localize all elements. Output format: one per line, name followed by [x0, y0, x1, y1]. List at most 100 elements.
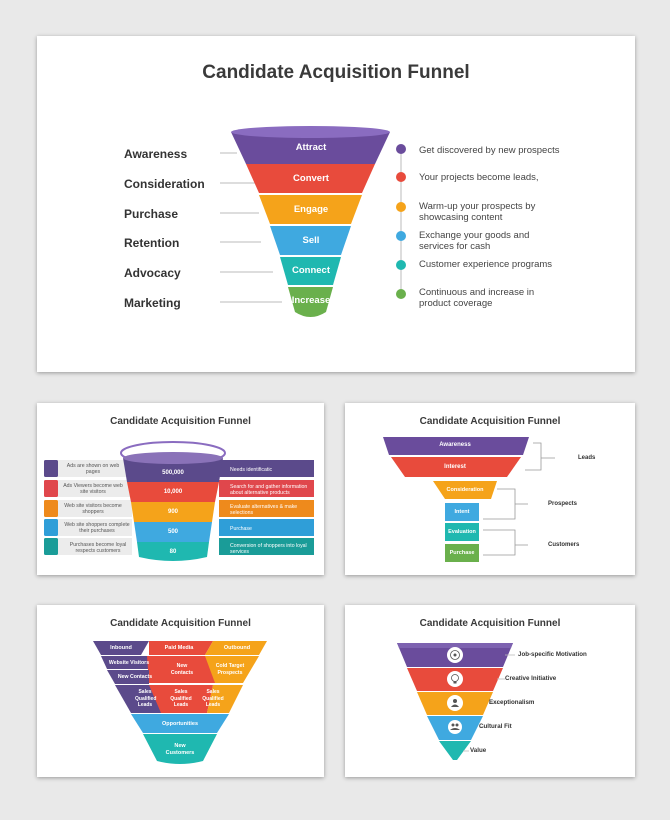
- icons-label-3: Exceptionalism: [489, 699, 535, 706]
- cup-left-text-5: Purchases become loyal respects customer…: [69, 542, 127, 554]
- cup-right-bar: [219, 480, 314, 497]
- group-label-prospects: Prospects: [548, 501, 578, 507]
- band-label-connect: Connect: [292, 265, 330, 276]
- stack-block-interest: [391, 457, 521, 477]
- grid-cell-paid-media: [149, 641, 213, 655]
- cup-slide-title: Candidate Acquisition Funnel: [110, 416, 251, 427]
- grid-funnel-graphic: [93, 641, 267, 764]
- cup-band-2: [127, 482, 219, 502]
- cup-left-box: [58, 519, 132, 536]
- stack-block-intent: [445, 503, 479, 521]
- cup-value-3: 900: [167, 509, 178, 515]
- stage-desc-2: Your projects become leads,: [419, 172, 539, 183]
- cup-right-bar: [219, 500, 314, 517]
- grid-cell-new-contacts: [107, 670, 149, 684]
- funnel-band-engage: [259, 195, 362, 224]
- stage-desc-3: Warm-up your prospects by showcasing con…: [419, 201, 536, 223]
- grid-label-new-contacts-red: New Contacts: [170, 663, 194, 676]
- grid-cell-opportunities: [131, 714, 229, 733]
- cup-right-text-3: Evaluate alternatives & make selections: [230, 504, 298, 516]
- grid-slide: Candidate Acquisition Funnel Inbound Pai…: [37, 605, 324, 777]
- timeline-dot: [396, 289, 406, 299]
- cup-band-1: [123, 458, 223, 482]
- grid-slide-title: Candidate Acquisition Funnel: [110, 618, 251, 629]
- stack-block-awareness: [383, 437, 529, 455]
- icons-band-5: [439, 741, 471, 760]
- cup-left-box: [58, 500, 132, 517]
- stage-desc-4: Exchange your goods and services for cas…: [419, 230, 530, 252]
- grid-label-opportunities: Opportunities: [161, 721, 199, 727]
- cup-value-5: 80: [169, 549, 177, 555]
- cup-right-bar: [219, 460, 314, 477]
- main-funnel-graphic: [220, 126, 406, 317]
- stage-label-awareness: Awareness: [124, 147, 188, 161]
- stack-block-consideration: [433, 481, 497, 499]
- cup-left-box: [58, 480, 132, 497]
- stack-slide-title: Candidate Acquisition Funnel: [419, 416, 561, 427]
- grid-cell-new-contacts-red: [147, 656, 217, 683]
- stage-desc-5: Customer experience programs: [419, 259, 553, 270]
- cup-band-4: [134, 522, 212, 542]
- icons-slide: Candidate Acquisition Funnel Job-specifi…: [345, 605, 635, 777]
- cup-left-text-2: Ads Viewers become web site visitors: [63, 483, 123, 495]
- cup-right-bar: [219, 538, 314, 555]
- grid-label-new-contacts: New Contacts: [117, 674, 153, 680]
- timeline-dot: [396, 260, 406, 270]
- main-slide-title: Candidate Acquisition Funnel: [202, 62, 470, 83]
- main-slide: Candidate Acquisition Funnel Awareness C…: [37, 36, 635, 372]
- grid-cell-website-visitors: [101, 656, 157, 669]
- cup-value-2: 10,000: [163, 489, 183, 495]
- cup-left-tab: [44, 538, 58, 555]
- grid-cell-sql-2: [149, 685, 213, 713]
- cup-left-text-1: Ads are shown on web pages: [66, 463, 120, 475]
- stack-label-intent: Intent: [454, 509, 470, 515]
- group-label-leads: Leads: [578, 455, 596, 461]
- bracket-customers: [483, 529, 528, 556]
- bracket-prospects: [483, 488, 528, 520]
- cup-band-5: [137, 542, 209, 561]
- grid-cell-new-customers: [143, 734, 217, 764]
- cup-right-text-5: Conversion of shoppers into loyal servic…: [230, 543, 307, 555]
- cup-left-tab: [44, 480, 58, 497]
- stack-label-purchase: Purchase: [449, 550, 475, 556]
- stage-label-advocacy: Advocacy: [124, 266, 181, 280]
- grid-cell-sql-1: [115, 685, 161, 713]
- stage-label-purchase: Purchase: [124, 207, 179, 221]
- funnel-rim: [231, 126, 390, 138]
- grid-cell-sql-3: [207, 685, 243, 713]
- grid-cell-inbound: [93, 641, 149, 655]
- grid-label-website-visitors: Website Visitors: [108, 660, 150, 666]
- bracket-leads: [525, 442, 555, 471]
- person-star-icon: [447, 695, 463, 711]
- icons-label-5: Value: [470, 747, 487, 754]
- cup-left-box: [58, 538, 132, 555]
- band-label-sell: Sell: [302, 235, 320, 246]
- cup-left-box: [58, 460, 132, 477]
- timeline-dot: [396, 172, 406, 182]
- grid-label-sql-1: Sales Qualified Leads: [135, 689, 157, 708]
- funnel-band-sell: [270, 226, 351, 255]
- stack-label-interest: Interest: [444, 464, 466, 470]
- stack-block-evaluation: [445, 523, 479, 541]
- cup-right-text-1: Needs identificatic: [230, 467, 273, 473]
- group-label-customers: Customers: [548, 542, 580, 548]
- stage-desc-1: Get discovered by new prospects: [419, 145, 560, 156]
- band-label-convert: Convert: [293, 173, 329, 184]
- funnel-band-convert: [246, 164, 375, 193]
- grid-label-outbound: Outbound: [223, 645, 251, 651]
- cup-left-text-4: Web site shoppers complete their purchas…: [64, 522, 130, 534]
- cup-left-tab: [44, 460, 58, 477]
- stage-label-retention: Retention: [124, 236, 180, 250]
- stage-label-marketing: Marketing: [124, 296, 181, 310]
- stack-label-consideration: Consideration: [446, 487, 484, 493]
- stack-slide: Candidate Acquisition Funnel Awareness I…: [345, 403, 635, 575]
- grid-label-sql-3: Sales Qualified Leads: [202, 689, 224, 708]
- icons-label-2: Creative Initiative: [505, 675, 557, 682]
- icons-funnel-graphic: [397, 643, 515, 760]
- cup-left-tab: [44, 500, 58, 517]
- funnel-band-increase: [288, 287, 333, 317]
- grid-cell-outbound: [205, 641, 267, 655]
- grid-label-sql-2: Sales Qualified Leads: [170, 689, 192, 708]
- grid-label-paid-media: Paid Media: [164, 645, 194, 651]
- stack-block-purchase: [445, 544, 479, 562]
